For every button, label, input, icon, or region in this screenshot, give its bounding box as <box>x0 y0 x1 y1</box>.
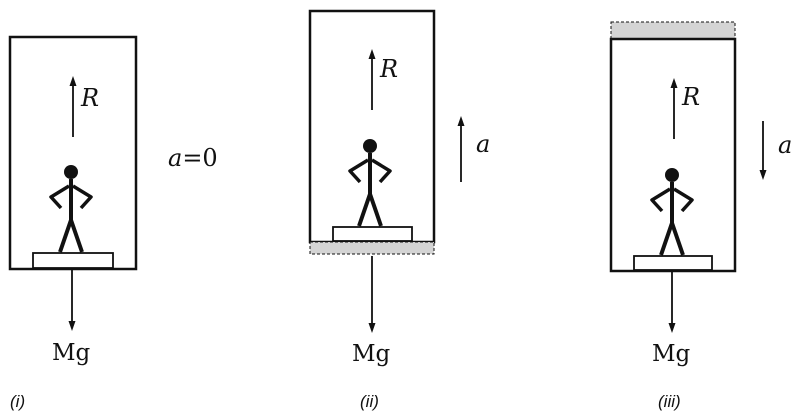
panel-ii: R Mg a (ii) <box>308 9 490 411</box>
panel-i: R Mg a=0 (i) <box>8 35 218 411</box>
acceleration-label: a <box>778 131 792 159</box>
weighing-scale <box>633 255 713 271</box>
person-figure <box>348 137 392 228</box>
reaction-label: R <box>80 84 99 112</box>
weighing-scale <box>32 252 114 269</box>
weight-force-arrow <box>668 271 676 333</box>
reaction-label: R <box>681 83 700 111</box>
acceleration-label: a=0 <box>168 144 218 172</box>
panel-caption: (iii) <box>658 392 681 411</box>
reaction-force-arrow <box>368 49 376 110</box>
reaction-force-arrow <box>69 76 77 137</box>
panel-iii: R Mg a (iii) <box>609 21 792 411</box>
weighing-scale <box>332 226 413 242</box>
reaction-label: R <box>379 55 398 83</box>
weight-label: Mg <box>52 340 91 366</box>
person-figure <box>650 166 694 257</box>
acceleration-arrow-up <box>457 116 465 182</box>
displaced-roof-shading <box>610 21 736 40</box>
person-figure <box>49 163 93 254</box>
elevator-box <box>609 37 737 273</box>
displaced-floor-shading <box>309 241 435 255</box>
panel-caption: (i) <box>10 392 25 411</box>
elevator-box <box>308 9 436 244</box>
acceleration-label: a <box>476 130 490 158</box>
weight-label: Mg <box>652 341 691 367</box>
weight-force-arrow <box>368 256 376 333</box>
weight-force-arrow <box>68 269 76 331</box>
panel-caption: (ii) <box>360 392 379 411</box>
acceleration-arrow-down <box>759 121 767 180</box>
reaction-force-arrow <box>670 78 678 139</box>
weight-label: Mg <box>352 341 391 367</box>
elevator-box <box>8 35 138 271</box>
